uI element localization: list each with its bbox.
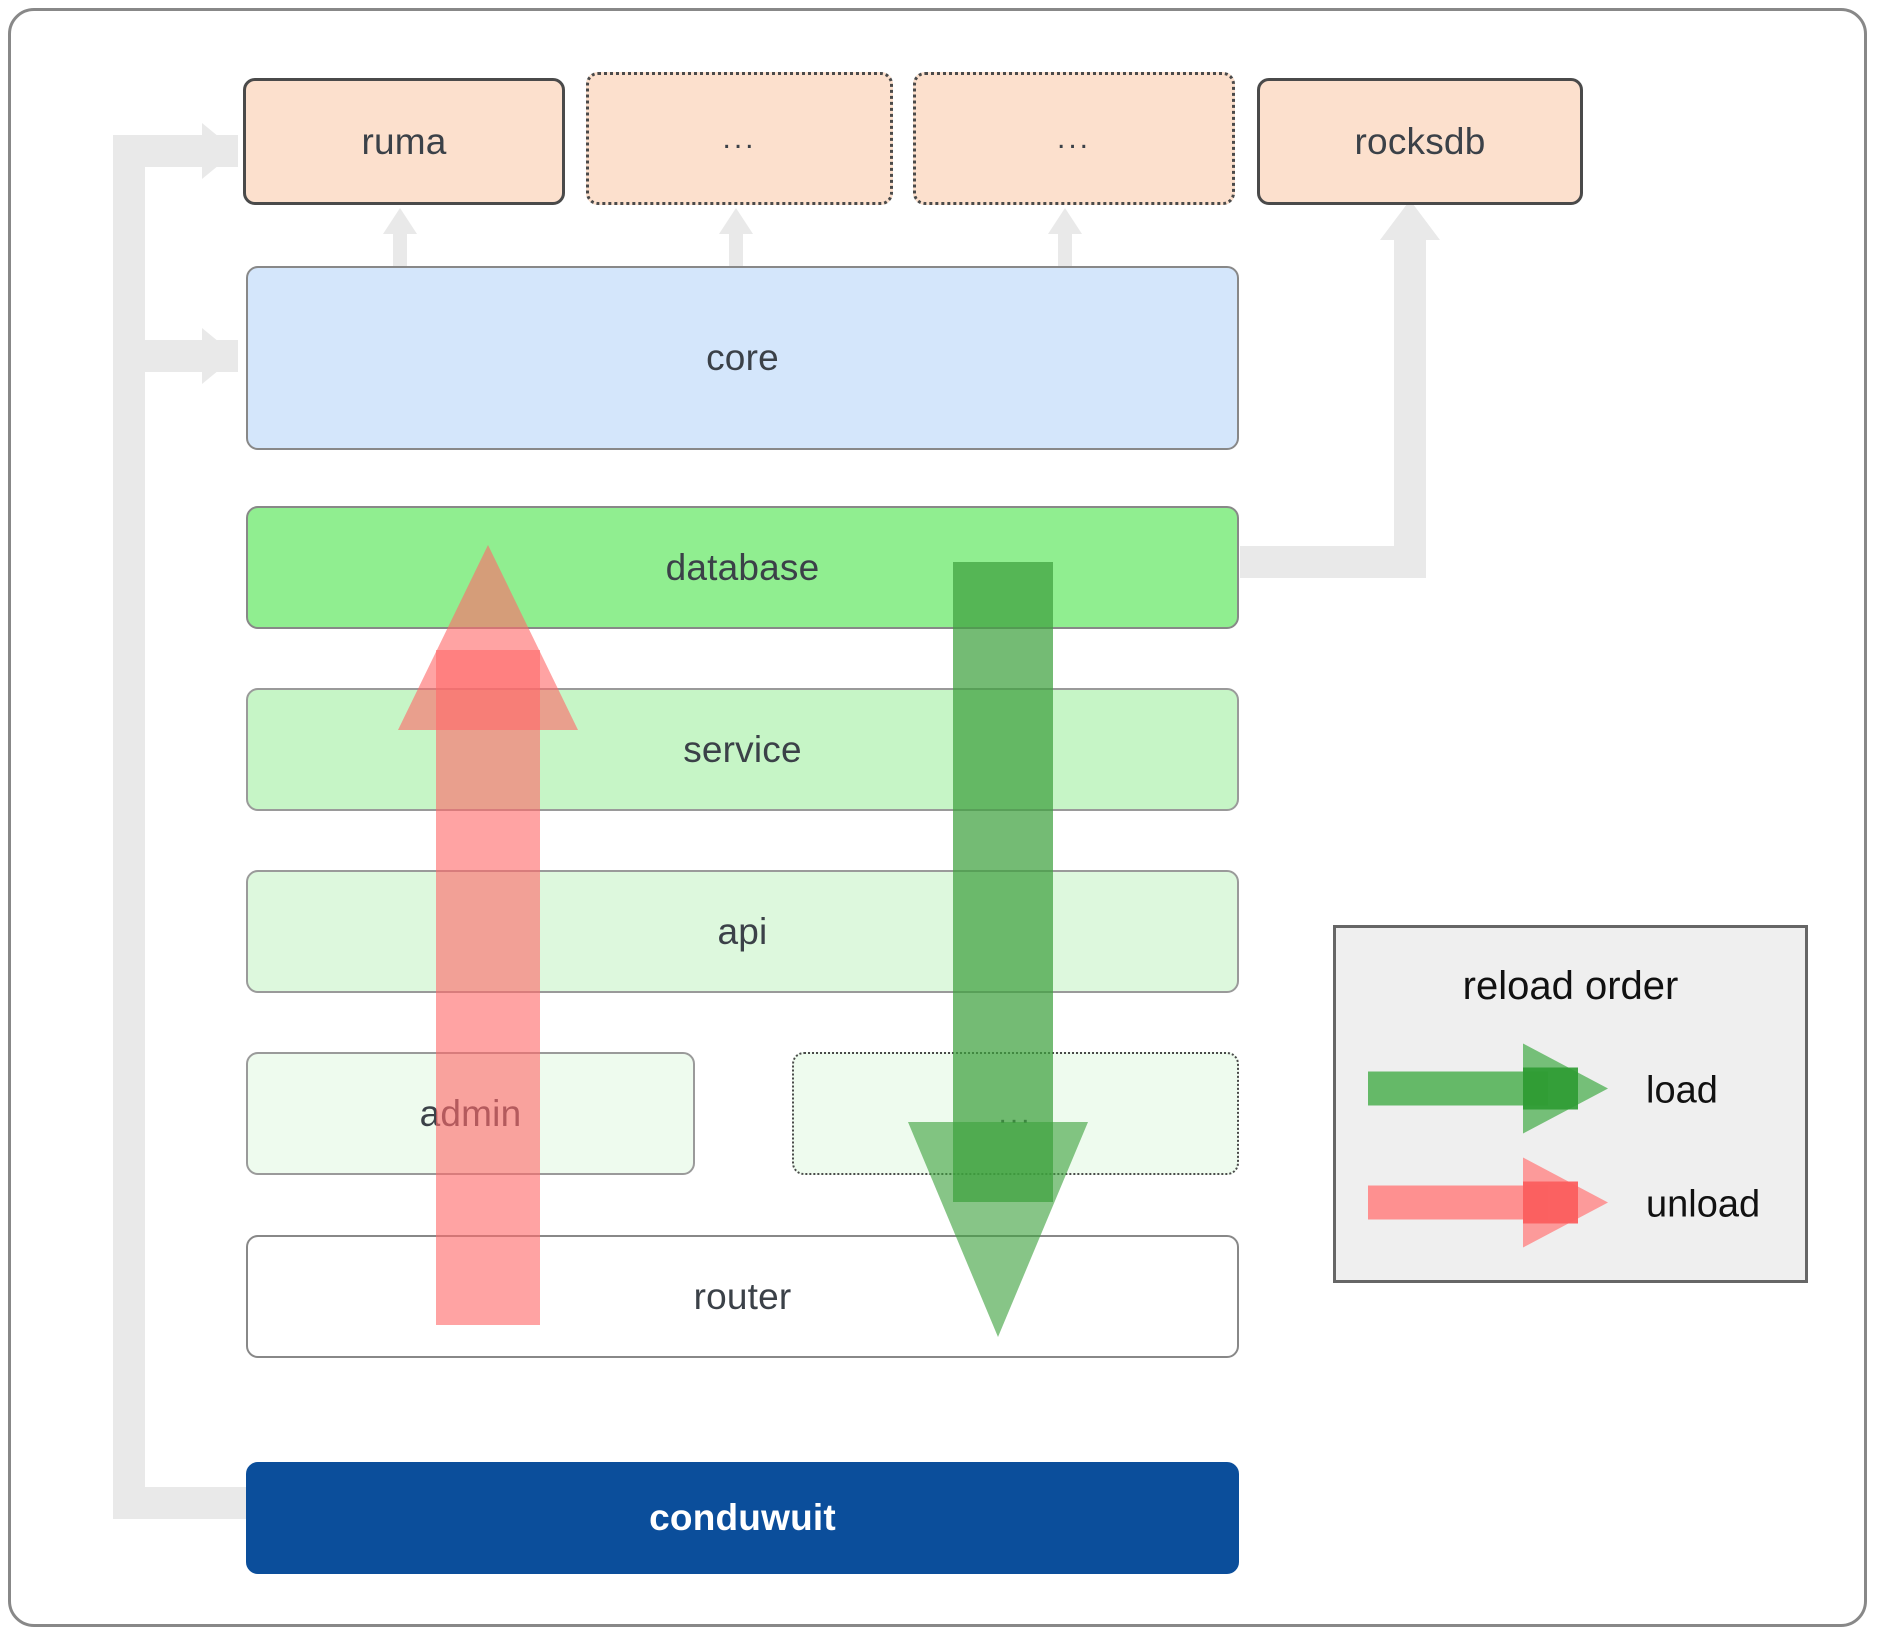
node-dependency-more-2[interactable]: ... bbox=[913, 72, 1235, 205]
node-api[interactable]: api bbox=[246, 870, 1239, 993]
legend-row-load: load bbox=[1336, 1043, 1805, 1139]
connector-arrow-core-ruma bbox=[383, 208, 417, 234]
node-conduwuit[interactable]: conduwuit bbox=[246, 1462, 1239, 1574]
unload-flow-arrow bbox=[388, 545, 588, 1325]
node-service[interactable]: service bbox=[246, 688, 1239, 811]
node-api-label: api bbox=[717, 910, 768, 952]
connector-arrow-ruma bbox=[202, 123, 236, 179]
legend-panel: reload order load unload bbox=[1333, 925, 1808, 1283]
node-router-label: router bbox=[693, 1275, 792, 1317]
node-core[interactable]: core bbox=[246, 266, 1239, 450]
legend-row-unload: unload bbox=[1336, 1157, 1805, 1253]
connector-conduwuit-bottom bbox=[113, 1487, 253, 1519]
node-rocksdb-label: rocksdb bbox=[1354, 120, 1486, 162]
connector-database-rocksdb-vertical bbox=[1394, 222, 1426, 578]
node-dependency-more-1[interactable]: ... bbox=[586, 72, 893, 205]
node-dependency-more-1-label: ... bbox=[722, 121, 757, 155]
connector-arrow-core-dep2 bbox=[1048, 208, 1082, 234]
node-core-label: core bbox=[706, 337, 779, 378]
connector-shaft-core-dep2 bbox=[1058, 232, 1072, 274]
diagram-outer-frame bbox=[8, 8, 1867, 1627]
connector-arrow-rocksdb bbox=[1380, 200, 1440, 240]
connector-shaft-core-dep1 bbox=[729, 232, 743, 274]
legend-title: reload order bbox=[1462, 964, 1679, 1008]
node-ruma-label: ruma bbox=[361, 120, 447, 162]
connector-arrow-core-dep1 bbox=[719, 208, 753, 234]
unload-arrow-icon bbox=[1368, 1157, 1618, 1253]
node-router[interactable]: router bbox=[246, 1235, 1239, 1358]
legend-label-load: load bbox=[1646, 1069, 1718, 1112]
legend-label-unload: unload bbox=[1646, 1183, 1761, 1226]
node-service-label: service bbox=[683, 728, 802, 770]
node-ruma[interactable]: ruma bbox=[243, 78, 565, 205]
node-rocksdb[interactable]: rocksdb bbox=[1257, 78, 1583, 205]
node-database[interactable]: database bbox=[246, 506, 1239, 629]
node-dependency-more-2-label: ... bbox=[1056, 121, 1091, 155]
load-arrow-icon bbox=[1368, 1043, 1618, 1139]
connector-arrow-core bbox=[202, 328, 236, 384]
node-conduwuit-label: conduwuit bbox=[649, 1497, 836, 1538]
connector-shaft-core-ruma bbox=[393, 232, 407, 274]
load-flow-arrow bbox=[898, 562, 1098, 1342]
node-database-label: database bbox=[665, 546, 820, 588]
